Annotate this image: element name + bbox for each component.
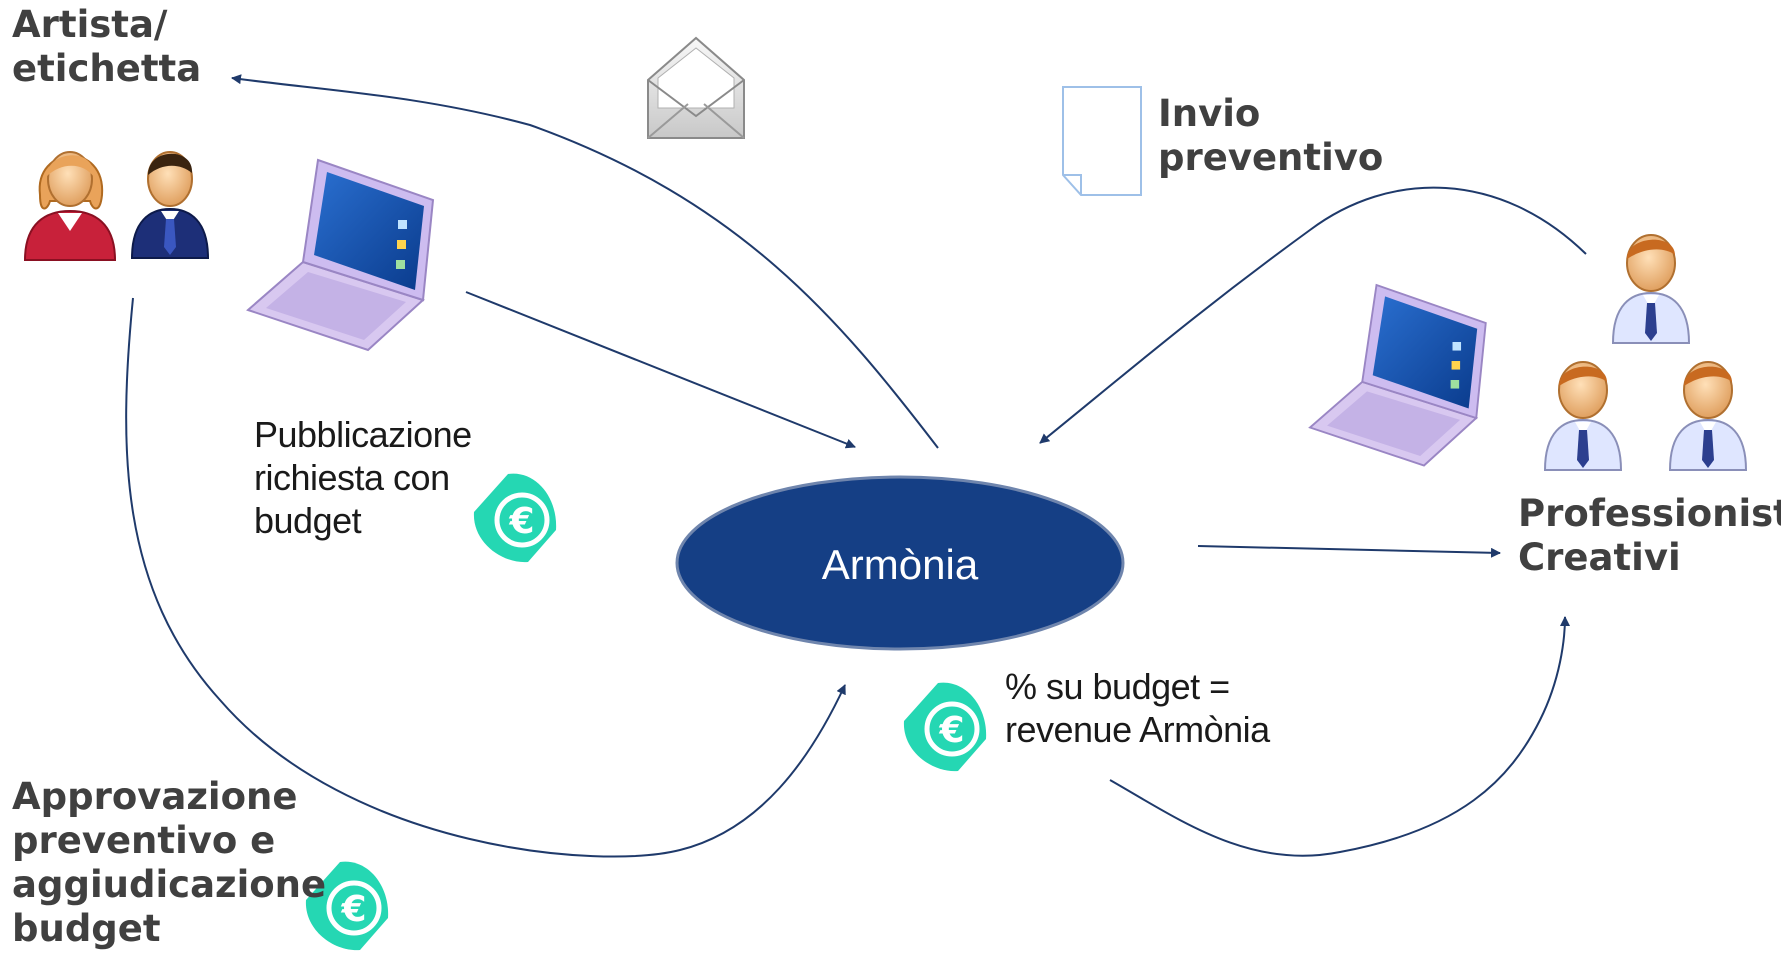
laptop-icon [247,159,434,351]
euro-icon [904,683,986,772]
user-female-icon [23,151,117,261]
arrow-armonia-to-professionals-bottom [1109,616,1570,857]
artist-label: Artista/ etichetta [12,3,202,90]
arrow-armonia-to-artist [231,74,939,449]
quote-sent-label: Invio preventivo [1158,92,1384,179]
publication-label: Pubblicazione richiesta con budget [254,414,472,541]
euro-icon [474,474,556,563]
revenue-label: % su budget = revenue Armònia [1005,666,1270,750]
user-male-icon [1544,361,1622,471]
laptop-icon [1309,284,1487,467]
armonia-label: Armònia [821,541,979,588]
approval-label: Approvazione preventivo e aggiudicazione… [12,775,327,950]
arrow-armonia-to-professionals [1197,545,1501,558]
professionals-label: Professionisti Creativi [1518,492,1781,579]
envelope-icon [647,36,745,139]
arrow-artist-to-armonia [125,297,846,858]
armonia-ellipse [675,475,1125,651]
arrow-laptop-to-armonia [465,291,856,449]
user-male-icon [1669,361,1747,471]
document-icon [1062,86,1142,196]
user-male-icon [130,151,210,259]
user-male-icon [1612,234,1690,344]
arrow-professionals-to-armonia [1039,186,1587,444]
arrows [125,74,1587,858]
